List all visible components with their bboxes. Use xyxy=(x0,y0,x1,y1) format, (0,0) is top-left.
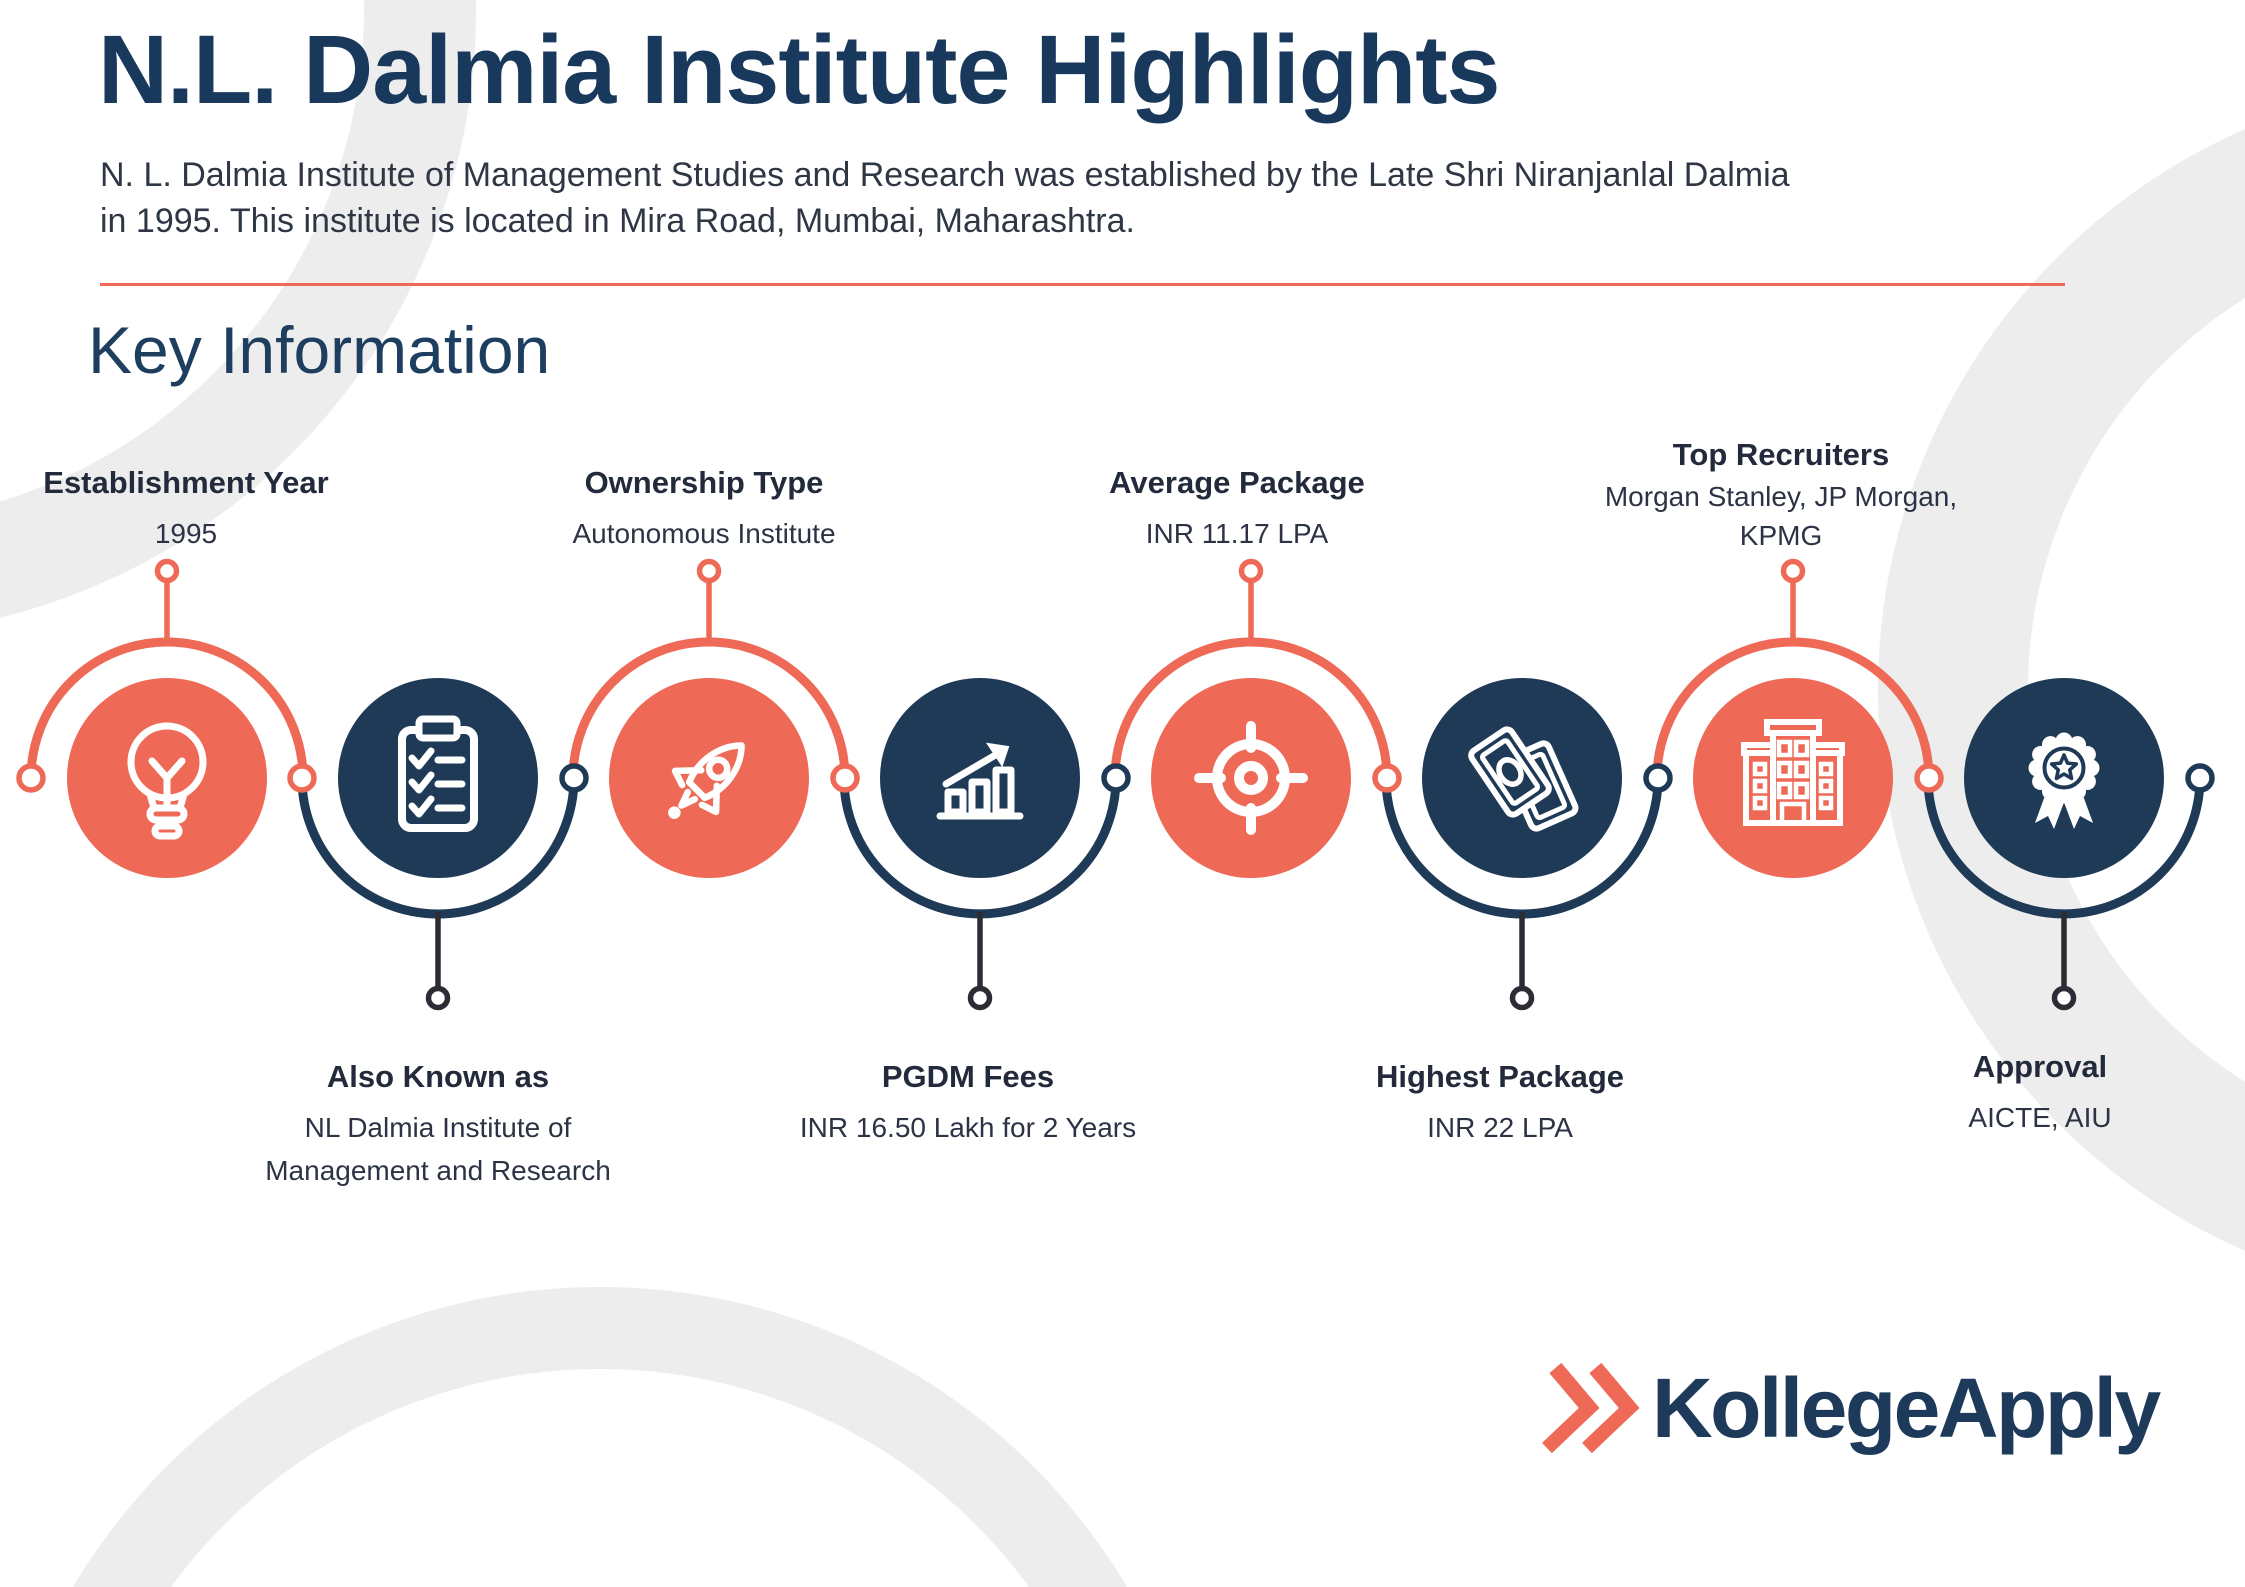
timeline-stems xyxy=(154,558,2077,1011)
stem-dot xyxy=(1509,985,1535,1011)
decoration-ring-right xyxy=(1878,129,2245,1251)
item-title: Average Package xyxy=(1109,465,1365,500)
decoration-ring-bottom-left xyxy=(73,1287,1127,1587)
stem-dot xyxy=(967,985,993,1011)
stem-dot xyxy=(154,558,180,584)
circle-average-package xyxy=(1151,678,1351,878)
subtitle-line-2: in 1995. This institute is located in Mi… xyxy=(100,202,1135,240)
junction-dot xyxy=(2185,763,2215,793)
stem-dot xyxy=(696,558,722,584)
label-approval: Approval AICTE, AIU xyxy=(1780,1048,2245,1139)
page-subtitle: N. L. Dalmia Institute of Management Stu… xyxy=(100,152,1790,244)
logo-text: KollegeApply xyxy=(1652,1361,2161,1455)
timeline-junction-dots xyxy=(16,763,2215,793)
junction-dot xyxy=(559,763,589,793)
checklist-icon xyxy=(398,715,478,832)
label-average-package: Average Package INR 11.17 LPA xyxy=(977,464,1497,555)
timeline-icons xyxy=(127,715,2100,840)
junction-dot xyxy=(16,763,46,793)
item-title: PGDM Fees xyxy=(881,1059,1055,1094)
junction-dot xyxy=(830,763,860,793)
label-pgdm-fees: PGDM Fees INR 16.50 Lakh for 2 Years xyxy=(708,1058,1228,1149)
rocket-icon xyxy=(668,742,745,819)
junction-dot xyxy=(1372,763,1402,793)
junction-dot xyxy=(1914,763,1944,793)
item-value: NL Dalmia Institute of Management and Re… xyxy=(265,1112,611,1186)
label-ownership-type: Ownership Type Autonomous Institute xyxy=(444,464,964,555)
label-top-recruiters: Top Recruiters Morgan Stanley, JP Morgan… xyxy=(1521,436,2041,555)
award-icon xyxy=(2028,732,2100,829)
page-title: N.L. Dalmia Institute Highlights xyxy=(98,15,1500,124)
item-value: AICTE, AIU xyxy=(1968,1102,2112,1133)
decoration-ring-top-left xyxy=(0,0,476,618)
item-value: Morgan Stanley, JP Morgan, KPMG xyxy=(1604,481,1958,551)
item-title: Also Known as xyxy=(326,1059,550,1094)
junction-dot xyxy=(1643,763,1673,793)
item-value: INR 22 LPA xyxy=(1427,1112,1573,1143)
divider-line xyxy=(100,283,2065,286)
item-value: 1995 xyxy=(154,518,218,549)
junction-dot xyxy=(287,763,317,793)
money-icon xyxy=(1468,726,1579,832)
item-value: INR 11.17 LPA xyxy=(1145,518,1329,549)
growth-chart-icon xyxy=(936,742,1024,820)
item-title: Ownership Type xyxy=(584,465,824,500)
item-value: INR 16.50 Lakh for 2 Years xyxy=(799,1112,1137,1143)
lightbulb-icon xyxy=(127,722,207,840)
label-establishment-year: Establishment Year 1995 xyxy=(0,464,446,555)
item-value: Autonomous Institute xyxy=(572,518,836,549)
double-chevron-icon xyxy=(1542,1362,1640,1454)
target-icon xyxy=(1194,721,1308,835)
item-title: Approval xyxy=(1972,1049,2108,1084)
stem-dot xyxy=(1238,558,1264,584)
junction-dot xyxy=(1101,763,1131,793)
item-title: Top Recruiters xyxy=(1672,437,1890,472)
item-title: Establishment Year xyxy=(43,465,329,500)
stem-dot xyxy=(2051,985,2077,1011)
label-also-known-as: Also Known as NL Dalmia Institute of Man… xyxy=(178,1058,698,1192)
label-highest-package: Highest Package INR 22 LPA xyxy=(1240,1058,1760,1149)
item-title: Highest Package xyxy=(1375,1059,1625,1094)
stem-dot xyxy=(1780,558,1806,584)
circle-pgdm-fees xyxy=(880,678,1080,878)
circle-ownership xyxy=(609,678,809,878)
circle-also-known-as xyxy=(338,678,538,878)
section-heading: Key Information xyxy=(88,313,551,387)
subtitle-line-1: N. L. Dalmia Institute of Management Stu… xyxy=(100,156,1790,194)
building-icon xyxy=(1741,719,1845,826)
stem-dot xyxy=(425,985,451,1011)
